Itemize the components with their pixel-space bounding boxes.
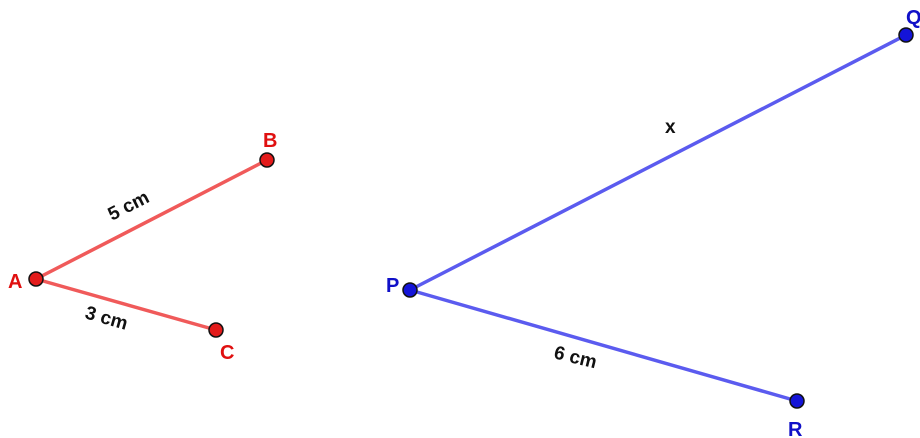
figure-2: P Q R x 6 cm — [386, 7, 920, 438]
segment-ab — [34, 158, 269, 281]
label-p: P — [386, 275, 399, 297]
segment-pq — [408, 33, 908, 292]
segment-ac — [34, 277, 218, 332]
point-c[interactable] — [208, 322, 224, 338]
point-a[interactable] — [28, 271, 44, 287]
segment-pr — [408, 288, 799, 403]
point-p[interactable] — [402, 282, 418, 298]
length-pr: 6 cm — [552, 342, 599, 373]
label-c: C — [220, 342, 234, 364]
length-pq: x — [665, 117, 676, 138]
point-b[interactable] — [259, 152, 275, 168]
label-r: R — [788, 419, 803, 438]
length-ab: 5 cm — [105, 187, 153, 225]
label-b: B — [263, 130, 277, 152]
label-q: Q — [906, 7, 920, 29]
figure-1: A B C 5 cm 3 cm — [8, 130, 277, 364]
length-ac: 3 cm — [83, 303, 130, 335]
point-r[interactable] — [789, 393, 805, 409]
point-q[interactable] — [898, 27, 914, 43]
label-a: A — [8, 271, 22, 293]
